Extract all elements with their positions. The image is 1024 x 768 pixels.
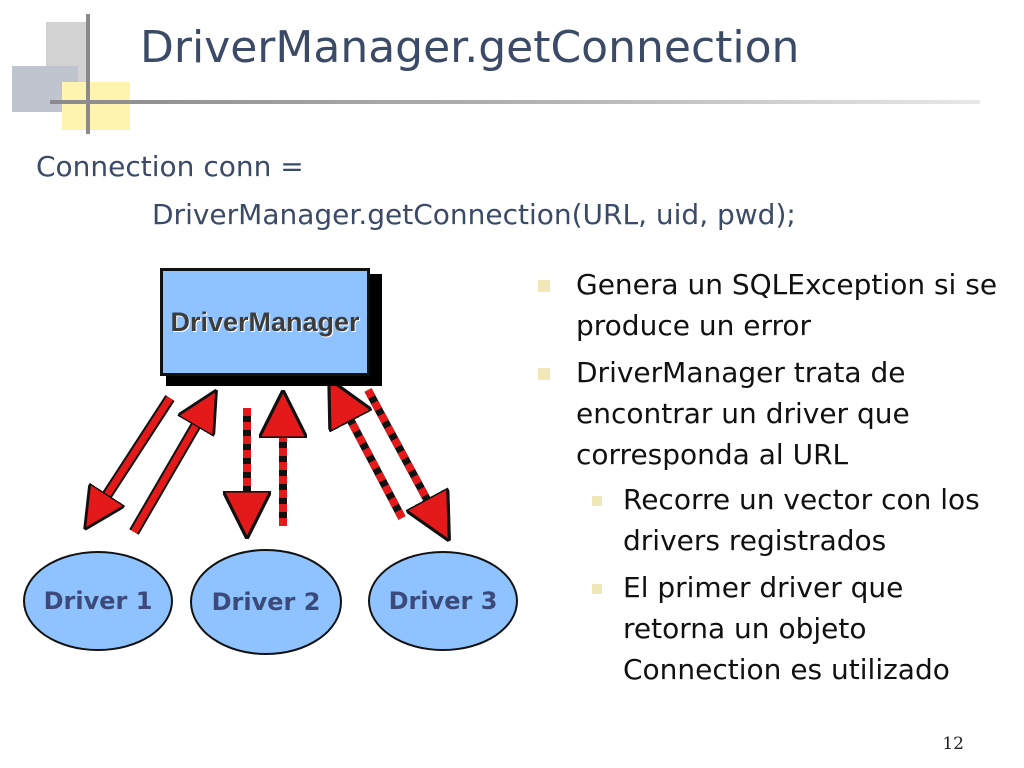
bullet-item: DriverManager trata de encontrar un driv… xyxy=(534,352,1004,690)
code-line-1: Connection conn = xyxy=(36,150,304,183)
bullet-item: Genera un SQLException si se produce un … xyxy=(534,264,1004,346)
slide-title: DriverManager.getConnection xyxy=(140,22,800,73)
bullet-text: DriverManager trata de encontrar un driv… xyxy=(576,356,910,471)
sub-bullet-item: Recorre un vector con los drivers regist… xyxy=(578,479,1004,561)
driver-3-label: Driver 3 xyxy=(388,587,498,615)
driver-2-node: Driver 2 xyxy=(190,549,342,655)
sub-bullet-marker xyxy=(592,584,602,594)
arrow-from-driver-1 xyxy=(129,408,206,535)
bullet-text: Genera un SQLException si se produce un … xyxy=(576,268,998,342)
drivermanager-label: DriverManager xyxy=(170,306,360,337)
bullet-marker xyxy=(538,368,550,380)
driver-3-node: Driver 3 xyxy=(368,551,518,651)
sub-bullet-text: El primer driver que retorna un objeto C… xyxy=(623,571,950,686)
sub-bullet-marker xyxy=(592,496,602,506)
sub-bullet-text: Recorre un vector con los drivers regist… xyxy=(623,483,980,557)
code-line-2: DriverManager.getConnection(URL, uid, pw… xyxy=(152,198,796,231)
page-number: 12 xyxy=(942,734,964,754)
driver-2-label: Driver 2 xyxy=(211,588,321,616)
drivermanager-box: DriverManager xyxy=(160,268,370,376)
bullet-list: Genera un SQLException si se produce un … xyxy=(534,264,1004,696)
sub-bullet-item: El primer driver que retorna un objeto C… xyxy=(578,567,1004,690)
title-underline xyxy=(50,100,980,104)
decorative-line xyxy=(86,14,90,134)
decorative-square xyxy=(62,82,130,130)
arrow-to-driver-3 xyxy=(364,388,438,520)
arrow-to-driver-1 xyxy=(96,395,175,512)
driver-1-label: Driver 1 xyxy=(43,587,153,615)
arrow-from-driver-3 xyxy=(340,400,406,520)
sub-bullet-list: Recorre un vector con los drivers regist… xyxy=(576,479,1004,690)
driver-1-node: Driver 1 xyxy=(23,551,173,651)
bullet-marker xyxy=(538,280,550,292)
